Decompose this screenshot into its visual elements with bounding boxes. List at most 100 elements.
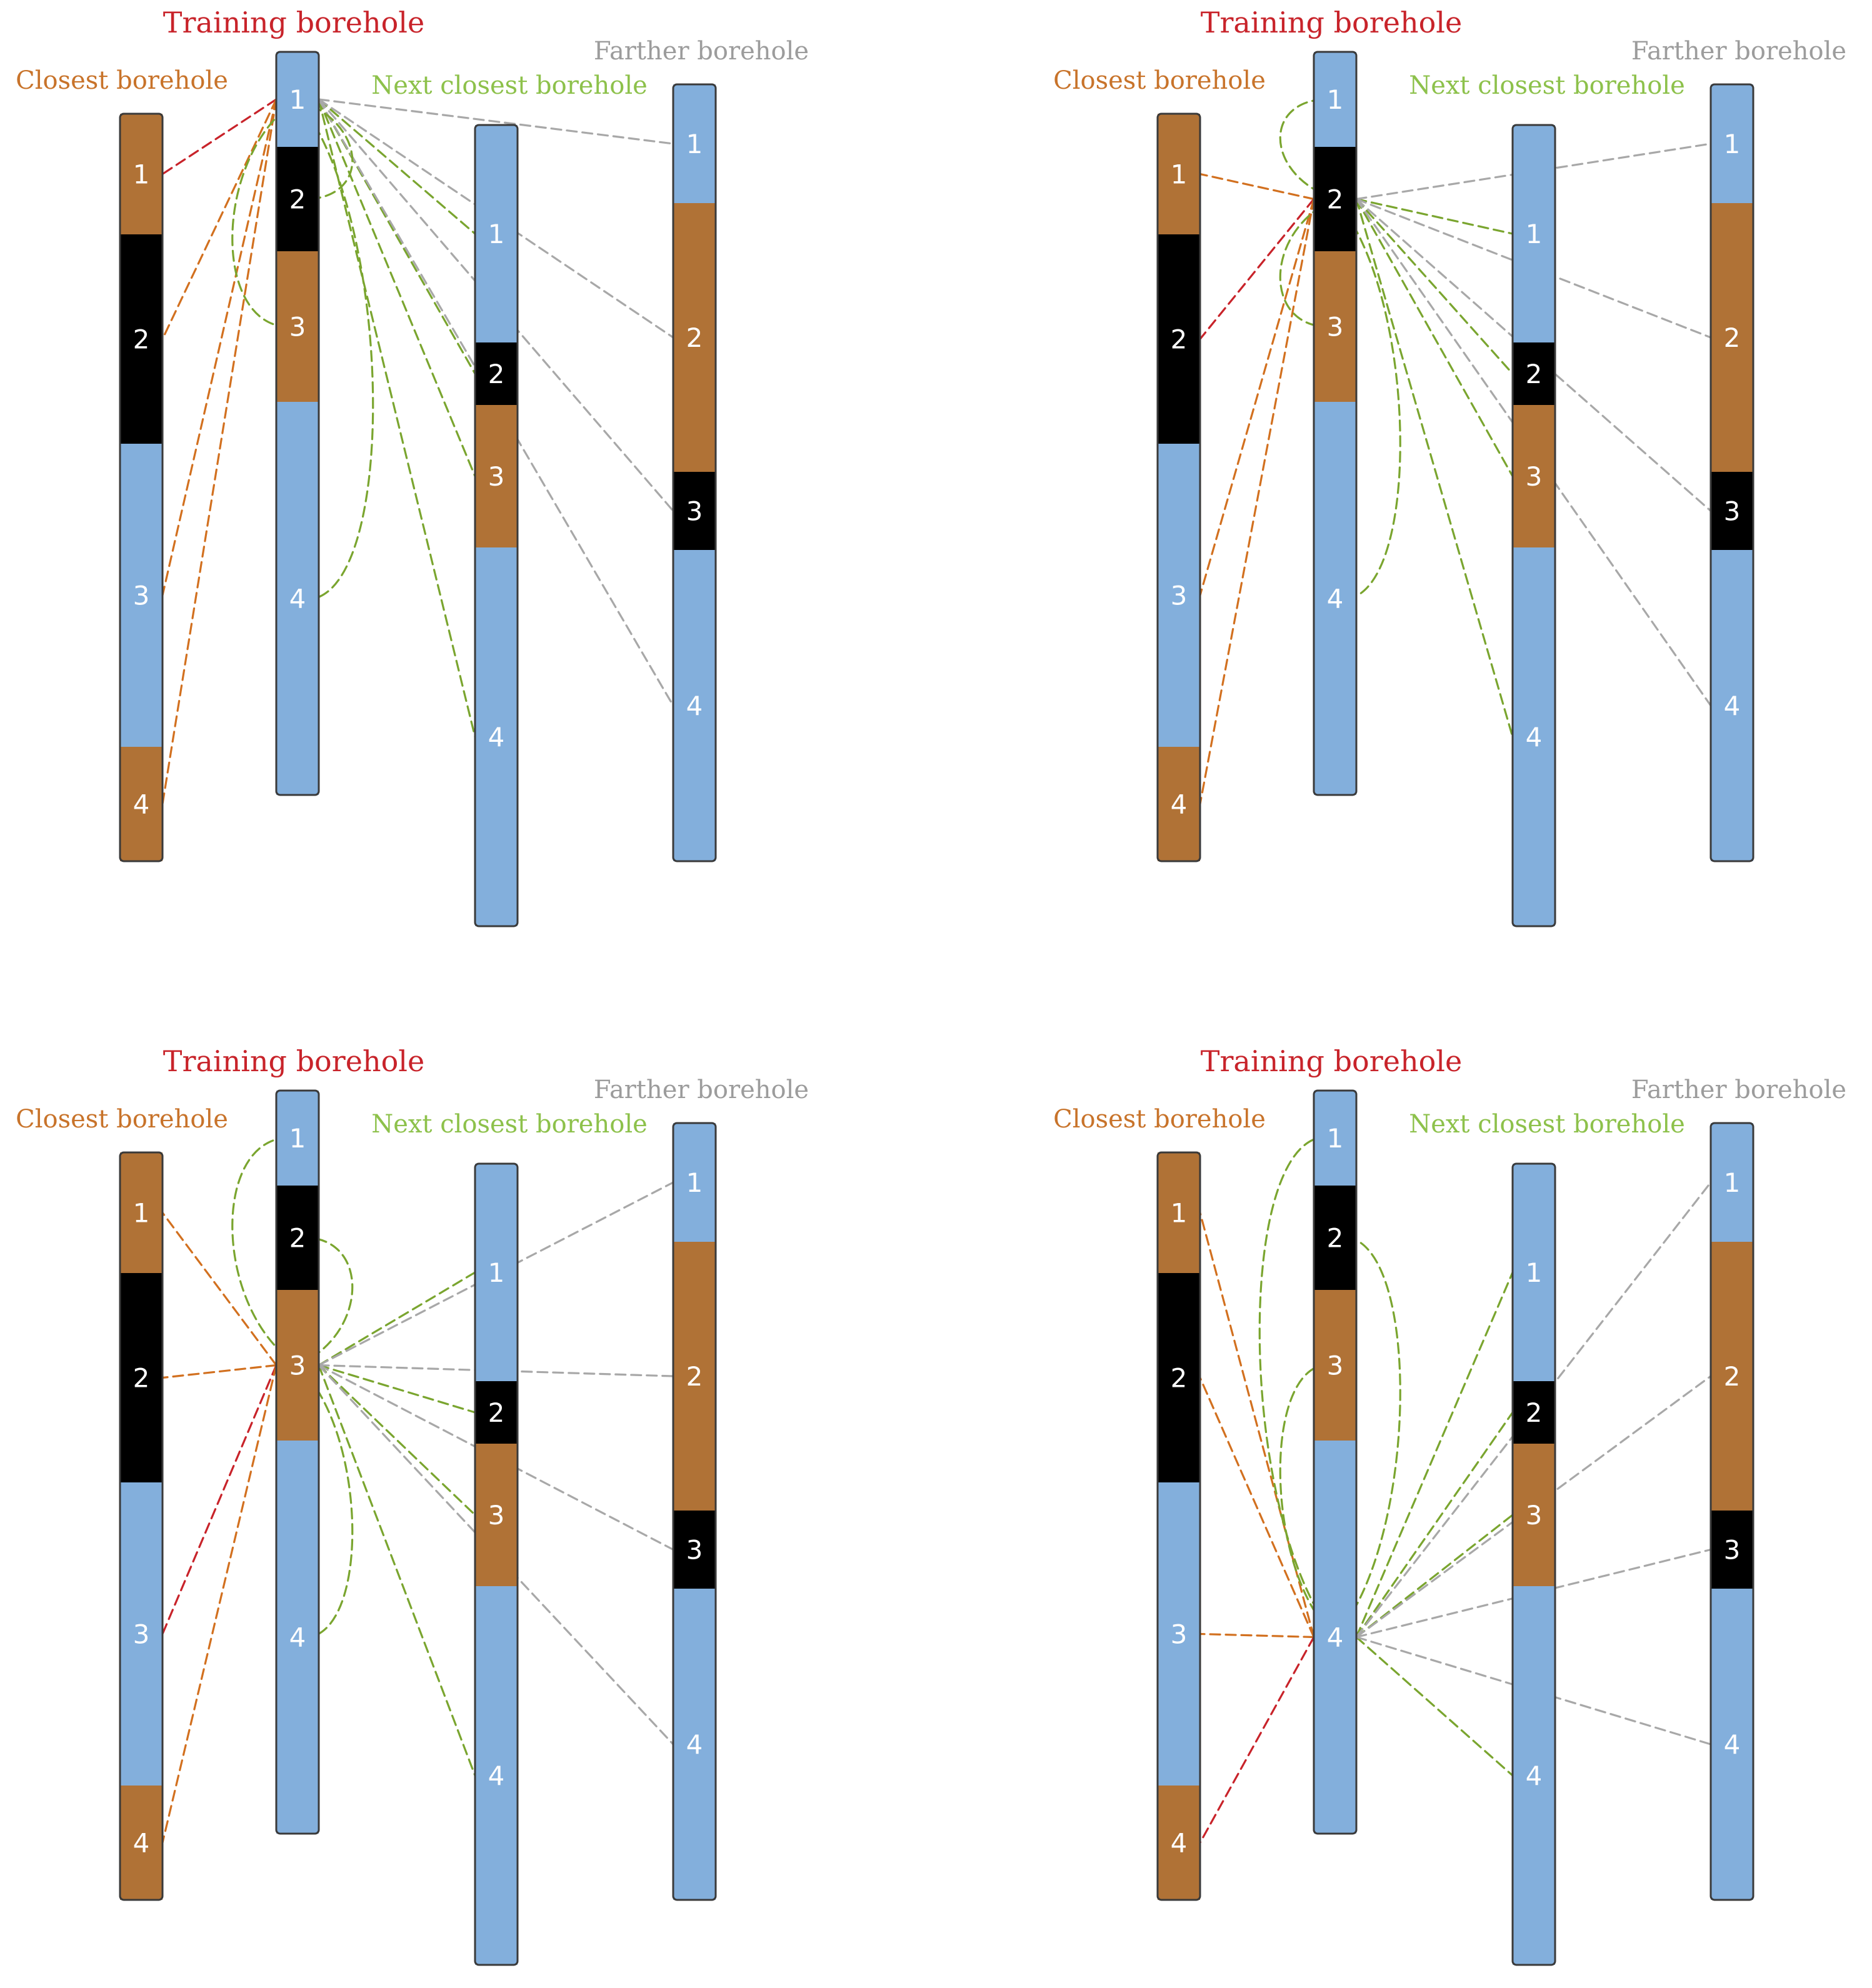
layer-4-label: 4	[488, 1761, 505, 1791]
link-training-layer-4	[296, 98, 374, 601]
layer-4-label: 4	[1327, 584, 1344, 614]
borehole-outline	[672, 83, 717, 862]
layer-4-block	[1513, 1586, 1555, 1965]
borehole-outline	[672, 1122, 717, 1901]
layer-2-block	[276, 1186, 319, 1290]
link-next-closest-layer-2	[318, 1364, 476, 1414]
layer-4-label: 4	[133, 1828, 150, 1859]
layer-3-label: 3	[289, 1351, 306, 1381]
layer-3-block	[1711, 1511, 1753, 1589]
link-next-closest-layer-3	[318, 1364, 476, 1516]
layer-3-label: 3	[1724, 1535, 1741, 1566]
link-closest-layer-3	[1199, 197, 1315, 597]
layer-3-block	[1158, 1482, 1200, 1786]
borehole-outline	[119, 1151, 164, 1901]
link-training-layer-3	[231, 98, 299, 328]
layer-3-block	[1314, 1290, 1356, 1441]
title-farther: Farther borehole	[594, 37, 809, 66]
layer-3-block	[276, 251, 319, 402]
layer-4-label: 4	[1171, 789, 1188, 820]
layer-1-block	[276, 1091, 319, 1186]
borehole-outline	[1511, 1162, 1556, 1966]
link-closest-layer-1	[161, 98, 278, 176]
link-next-closest-layer-1	[1355, 197, 1514, 235]
link-next-closest-layer-4	[1355, 197, 1514, 738]
layer-1-label: 1	[289, 1123, 306, 1154]
layer-1-block	[276, 52, 319, 147]
link-next-closest-layer-2	[1355, 1411, 1514, 1639]
borehole-outline	[1511, 124, 1556, 927]
layer-2-label: 2	[488, 359, 505, 389]
layer-1-label: 1	[133, 1198, 150, 1229]
layer-2-block	[475, 342, 518, 405]
link-next-closest-layer-3	[1355, 197, 1514, 477]
layer-1-block	[1314, 1091, 1356, 1186]
layer-3-label: 3	[686, 496, 703, 527]
layer-2-block	[1513, 342, 1555, 405]
layer-2-label: 2	[289, 184, 306, 215]
layer-3-block	[475, 1444, 518, 1586]
borehole-outline	[474, 1162, 519, 1966]
layer-1-block	[1711, 84, 1753, 203]
link-closest-layer-4	[1199, 1636, 1315, 1844]
layer-3-block	[276, 1290, 319, 1441]
layer-2-label: 2	[1724, 322, 1741, 353]
layer-2-label: 2	[1526, 359, 1543, 389]
link-next-closest-layer-2	[1355, 197, 1514, 375]
layer-2-block	[1711, 203, 1753, 472]
layer-1-block	[475, 1164, 518, 1381]
layer-1-label: 1	[1171, 1198, 1188, 1229]
layer-1-label: 1	[1327, 1123, 1344, 1154]
layer-2-block	[120, 234, 163, 444]
borehole-outline	[275, 51, 320, 796]
borehole-outline	[119, 112, 164, 862]
layer-1-label: 1	[1724, 129, 1741, 159]
layer-4-label: 4	[686, 1729, 703, 1760]
link-closest-layer-1	[161, 1211, 278, 1367]
link-next-closest-layer-4	[1355, 1636, 1514, 1777]
layer-3-block	[1711, 472, 1753, 550]
link-next-closest-layer-1	[318, 1271, 476, 1367]
title-farther: Farther borehole	[1631, 37, 1846, 66]
title-farther: Farther borehole	[1631, 1076, 1846, 1104]
title-next-closest: Next closest borehole	[1409, 1110, 1685, 1139]
link-closest-layer-4	[161, 98, 278, 806]
borehole-column-farther: 1 2 3 4	[1709, 83, 1754, 862]
borehole-outline	[1156, 112, 1201, 862]
layer-4-label: 4	[1724, 691, 1741, 721]
layer-1-label: 1	[1171, 159, 1188, 190]
borehole-outline	[1313, 1089, 1358, 1835]
layer-1-label: 1	[488, 219, 505, 249]
layer-1-label: 1	[1327, 84, 1344, 115]
title-next-closest: Next closest borehole	[371, 71, 648, 100]
link-training-layer-2	[296, 98, 354, 201]
borehole-outline	[275, 1089, 320, 1835]
link-training-layer-3	[1279, 197, 1336, 328]
layer-3-label: 3	[1526, 461, 1543, 492]
link-farther-layer-1	[318, 1181, 674, 1367]
title-training: Training borehole	[1201, 6, 1462, 39]
layer-3-label: 3	[1171, 581, 1188, 611]
layer-1-label: 1	[1526, 1257, 1543, 1288]
title-training: Training borehole	[163, 1044, 424, 1078]
layer-1-label: 1	[289, 84, 306, 115]
title-training: Training borehole	[1201, 1044, 1462, 1078]
layer-2-block	[120, 1273, 163, 1482]
link-training-layer-1	[231, 1136, 299, 1367]
correlation-links	[161, 98, 674, 806]
link-training-layer-1	[1279, 98, 1336, 201]
link-closest-layer-4	[161, 1364, 278, 1844]
layer-3-label: 3	[1724, 496, 1741, 527]
link-training-layer-1	[1258, 1136, 1336, 1639]
layer-3-label: 3	[488, 461, 505, 492]
layer-1-label: 1	[686, 129, 703, 159]
